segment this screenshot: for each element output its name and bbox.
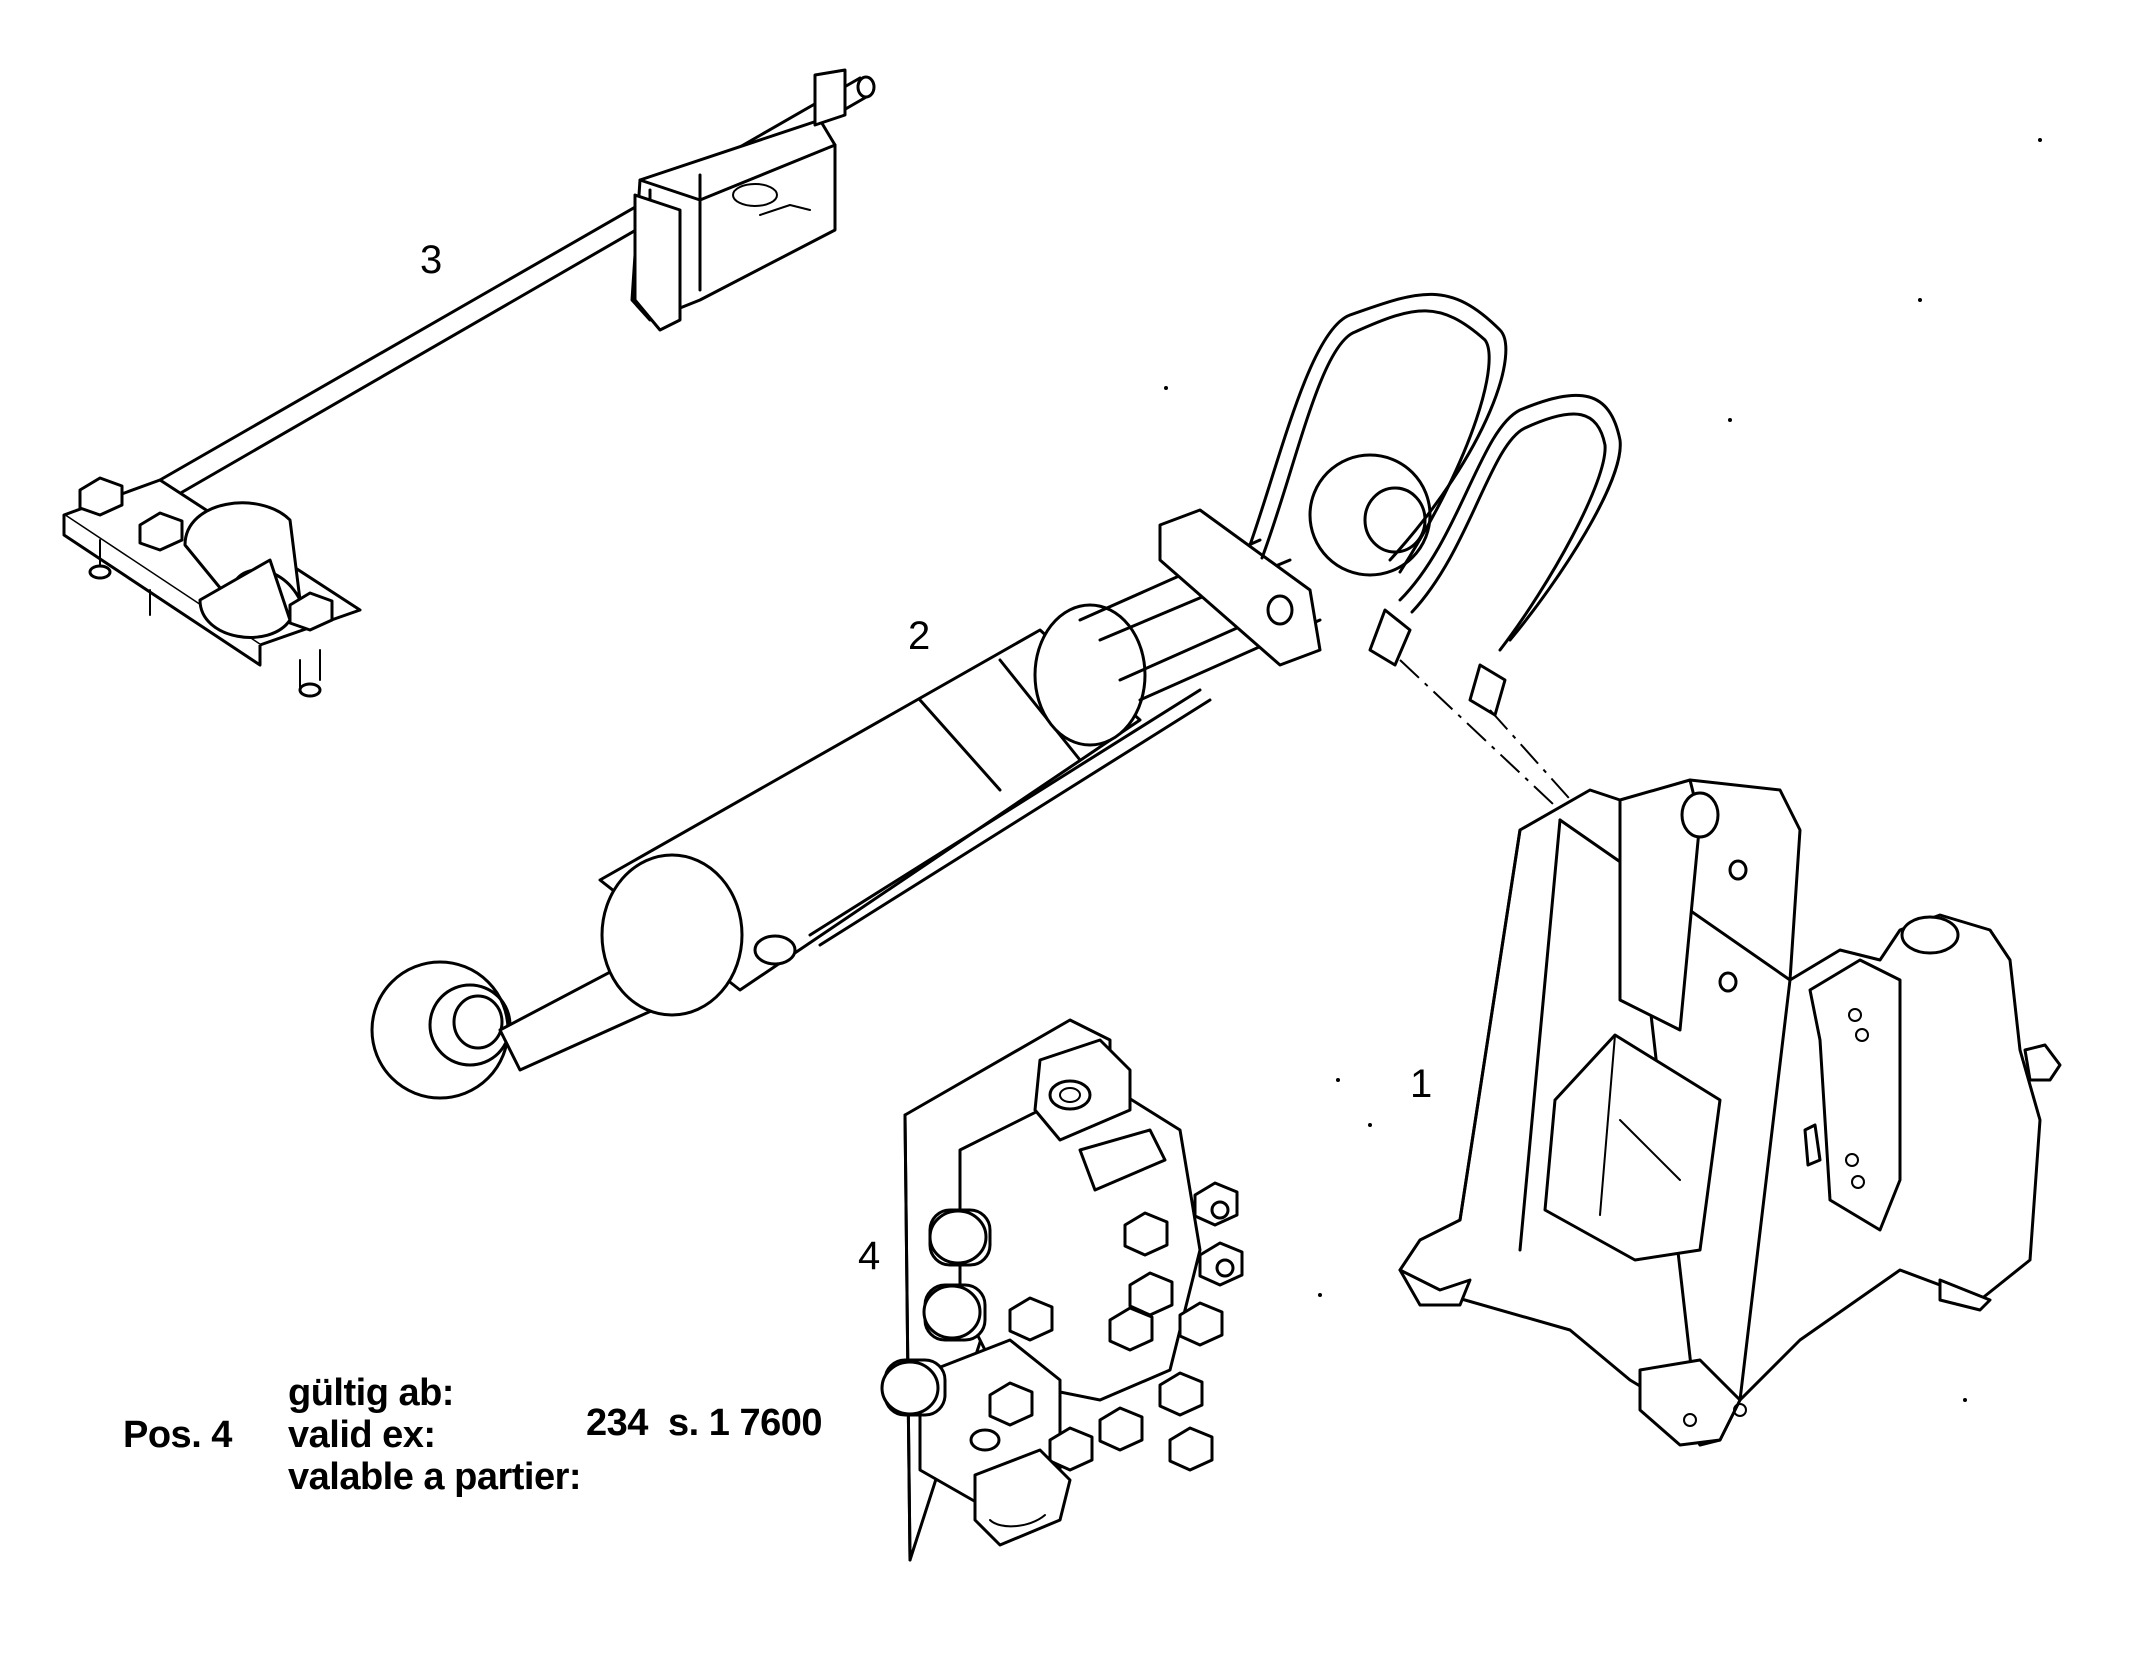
tie-rod-assembly xyxy=(62,68,876,698)
callout-part-3: 3 xyxy=(420,238,443,282)
hydraulic-cylinder-assembly xyxy=(370,292,1622,1100)
callout-part-1: 1 xyxy=(1410,1062,1433,1106)
note-serial: 234 s. 1 7600 xyxy=(586,1402,823,1444)
solenoid xyxy=(880,1208,992,1417)
scan-specks xyxy=(1164,138,2042,1402)
note-line-fr: valable a partier: xyxy=(288,1456,582,1498)
pedestal-bracket xyxy=(1398,778,2062,1447)
callout-part-2: 2 xyxy=(908,614,931,658)
control-valve-block xyxy=(880,1018,1244,1562)
note-line-en: valid ex: xyxy=(288,1414,436,1456)
callout-part-4: 4 xyxy=(858,1234,881,1278)
note-line-de: gültig ab: xyxy=(288,1372,454,1414)
note-position-label: Pos. 4 xyxy=(123,1414,232,1456)
